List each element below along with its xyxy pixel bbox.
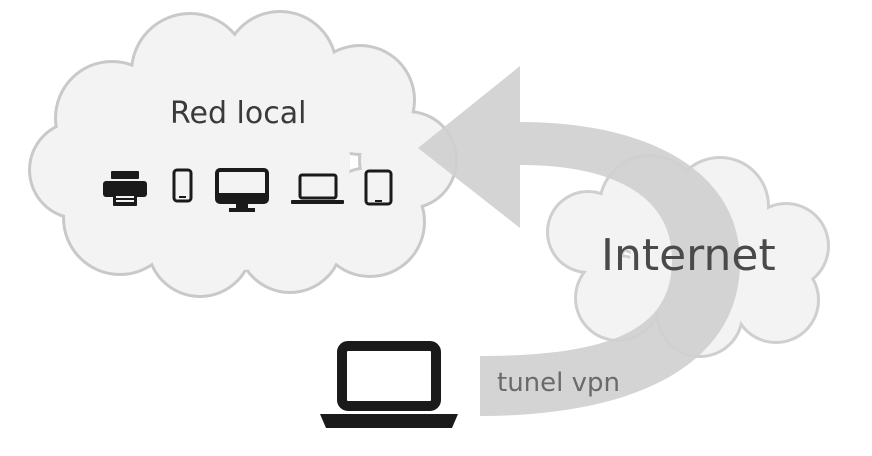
monitor-icon [215,168,269,212]
local-network-label: Red local [170,96,307,131]
laptop-icon [291,173,344,204]
printer-icon [103,171,147,206]
vpn-tunnel-label: tunel vpn [497,368,621,398]
internet-label: Internet [601,230,776,281]
vpn-tunnel-arrow [418,66,740,416]
tablet-icon [364,169,393,206]
smartphone-icon [172,168,193,203]
remote-laptop-icon [320,341,458,428]
local-network-cloud [28,10,458,298]
